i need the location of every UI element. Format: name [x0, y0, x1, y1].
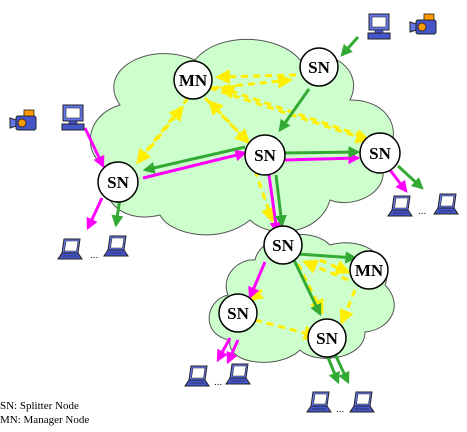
node-label: MN	[355, 261, 384, 280]
legend-splitter: SN: Splitter Node	[0, 400, 79, 412]
node-sn-lower-left: SN	[218, 293, 258, 333]
video-camera-icon	[9, 109, 37, 131]
node-mn-lower: MN	[349, 250, 389, 290]
receivers-right: ...	[387, 193, 459, 217]
ellipsis-bottom-left: ...	[214, 377, 222, 388]
receivers-bottom-right: ...	[306, 391, 375, 415]
node-label: SN	[308, 58, 330, 77]
receivers-left: ...	[57, 235, 129, 261]
node-sn-lower-right: SN	[307, 318, 347, 358]
source-top-right	[367, 13, 437, 40]
laptop-icon	[57, 238, 83, 260]
node-sn-right: SN	[359, 132, 401, 174]
ellipsis-bottom-right: ...	[336, 404, 344, 415]
node-sn-lower-mid: SN	[263, 225, 303, 265]
node-label: MN	[179, 71, 208, 90]
stream-arrows-green	[111, 36, 424, 385]
legend-manager: MN: Manager Node	[0, 414, 90, 426]
ellipsis-right: ...	[418, 206, 426, 217]
source-left	[9, 104, 85, 131]
stream-arrows-magenta	[83, 127, 408, 365]
video-camera-icon	[409, 13, 437, 35]
node-label: SN	[107, 173, 129, 192]
node-mn-top: MN	[173, 60, 213, 100]
ellipsis-left: ...	[90, 250, 98, 261]
desktop-computer-icon	[61, 104, 85, 131]
node-sn-top-right: SN	[299, 47, 339, 87]
node-label: SN	[369, 144, 391, 163]
node-label: SN	[254, 146, 276, 165]
node-sn-center: SN	[244, 134, 286, 176]
receivers-bottom-left: ...	[184, 363, 251, 388]
node-label: SN	[316, 329, 338, 348]
laptop-icon	[349, 391, 375, 413]
laptop-icon	[184, 365, 210, 387]
node-label: SN	[227, 304, 249, 323]
laptop-icon	[387, 195, 413, 217]
laptop-icon	[433, 193, 459, 215]
node-sn-left: SN	[97, 161, 139, 203]
laptop-icon	[225, 363, 251, 385]
node-label: SN	[272, 236, 294, 255]
laptop-icon	[306, 391, 332, 413]
desktop-computer-icon	[367, 13, 391, 40]
laptop-icon	[103, 235, 129, 257]
